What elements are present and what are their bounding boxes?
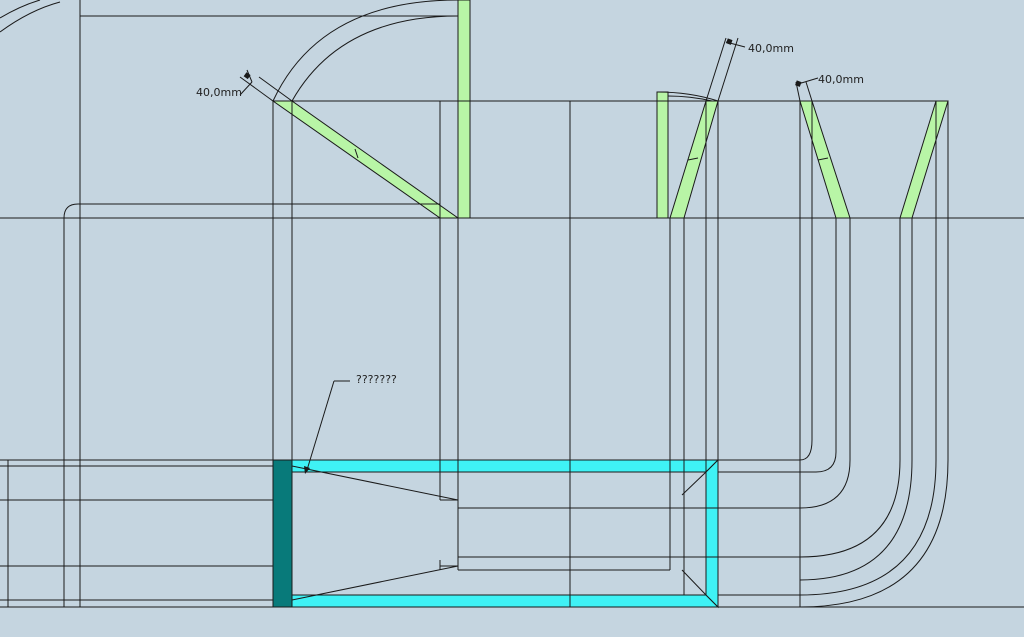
green-face-small-vertical[interactable] — [656, 91, 669, 219]
annotation-label[interactable]: ??????? — [356, 373, 397, 386]
highlighted-faces — [271, 0, 949, 609]
green-face-angled-right-2[interactable] — [899, 100, 949, 219]
wireframe-lines — [0, 0, 1024, 608]
annotation-leader — [304, 380, 350, 474]
green-face-angled-right-1[interactable] — [799, 100, 851, 219]
dimension-arrows — [243, 38, 802, 87]
teal-face-end[interactable] — [272, 459, 293, 608]
cyan-face-bottom[interactable] — [291, 594, 720, 608]
green-face-vertical[interactable] — [457, 0, 471, 219]
cyan-face-top[interactable] — [291, 459, 720, 473]
dimension-marks — [239, 37, 829, 161]
dimension-label-3[interactable]: 40,0mm — [818, 73, 864, 86]
dimension-label-2[interactable]: 40,0mm — [748, 42, 794, 55]
cyan-face-right[interactable] — [705, 458, 719, 609]
green-face-diagonal-left[interactable] — [271, 100, 460, 219]
dimension-label-1[interactable]: 40,0mm — [196, 86, 242, 99]
green-face-angled-mid[interactable] — [669, 100, 719, 219]
